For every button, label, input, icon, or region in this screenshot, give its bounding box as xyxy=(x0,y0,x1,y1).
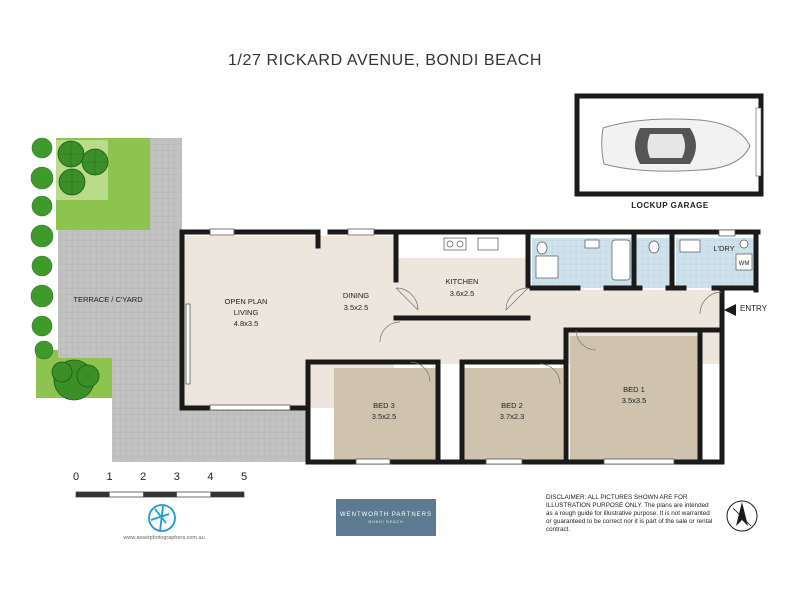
dining-label: DINING xyxy=(343,291,369,300)
bed2-label: BED 2 xyxy=(501,401,523,410)
living-label-2: LIVING xyxy=(234,308,259,317)
agency-location: BONDI BEACH xyxy=(368,520,404,524)
scale-label: 4 xyxy=(207,471,214,483)
bed3-size: 3.5x2.5 xyxy=(372,412,397,421)
terrace-label: TERRACE / C'YARD xyxy=(73,295,143,304)
bed1-size: 3.5x3.5 xyxy=(622,396,647,405)
living-size: 4.8x3.5 xyxy=(234,319,259,328)
bedroom-floors xyxy=(334,336,698,462)
car-icon xyxy=(601,118,751,172)
scale-label: 1 xyxy=(106,471,113,483)
hedge-icon xyxy=(30,137,54,360)
entry-label: ENTRY xyxy=(740,304,767,313)
page-title: 1/27 RICKARD AVENUE, BONDI BEACH xyxy=(227,52,543,69)
compass-icon xyxy=(726,500,758,532)
windows xyxy=(185,228,736,465)
fixtures xyxy=(443,237,753,281)
kitchen-label: KITCHEN xyxy=(446,277,479,286)
scale-label: 2 xyxy=(140,471,147,483)
bed1-label: BED 1 xyxy=(623,385,645,394)
living-label: OPEN PLAN xyxy=(225,297,268,306)
tree-icon xyxy=(51,140,109,401)
washing-machine-label: WM xyxy=(739,261,750,267)
scale-label: 5 xyxy=(240,471,248,483)
walls xyxy=(179,229,761,465)
scale-bar xyxy=(75,491,245,498)
scale-labels: 0 1 2 3 4 5 xyxy=(62,471,262,485)
doors xyxy=(379,287,723,385)
photographer-website[interactable]: www.assetphotographers.com.au xyxy=(123,535,205,541)
camera-logo-icon xyxy=(148,504,176,532)
garage xyxy=(574,93,764,197)
garage-label: LOCKUP GARAGE xyxy=(631,201,709,210)
scale-label: 3 xyxy=(173,471,180,483)
agency-name: WENTWORTH PARTNERS xyxy=(339,512,432,518)
disclaimer-text: DISCLAIMER: ALL PICTURES SHOWN ARE FOR I… xyxy=(546,494,713,533)
terrace-paving xyxy=(58,138,308,462)
scale-label: 0 xyxy=(72,471,80,483)
room-labels: TERRACE / C'YARD OPEN PLAN LIVING 4.8x3.… xyxy=(73,244,749,421)
laundry-label: L'DRY xyxy=(713,244,734,253)
bed2-size: 3.7x2.3 xyxy=(500,412,525,421)
agency-logo: WENTWORTH PARTNERS BONDI BEACH xyxy=(336,499,436,536)
entry-arrow-icon xyxy=(724,304,736,316)
dining-size: 3.5x2.5 xyxy=(344,303,369,312)
kitchen-size: 3.6x2.5 xyxy=(450,289,475,298)
bed3-label: BED 3 xyxy=(373,401,395,410)
